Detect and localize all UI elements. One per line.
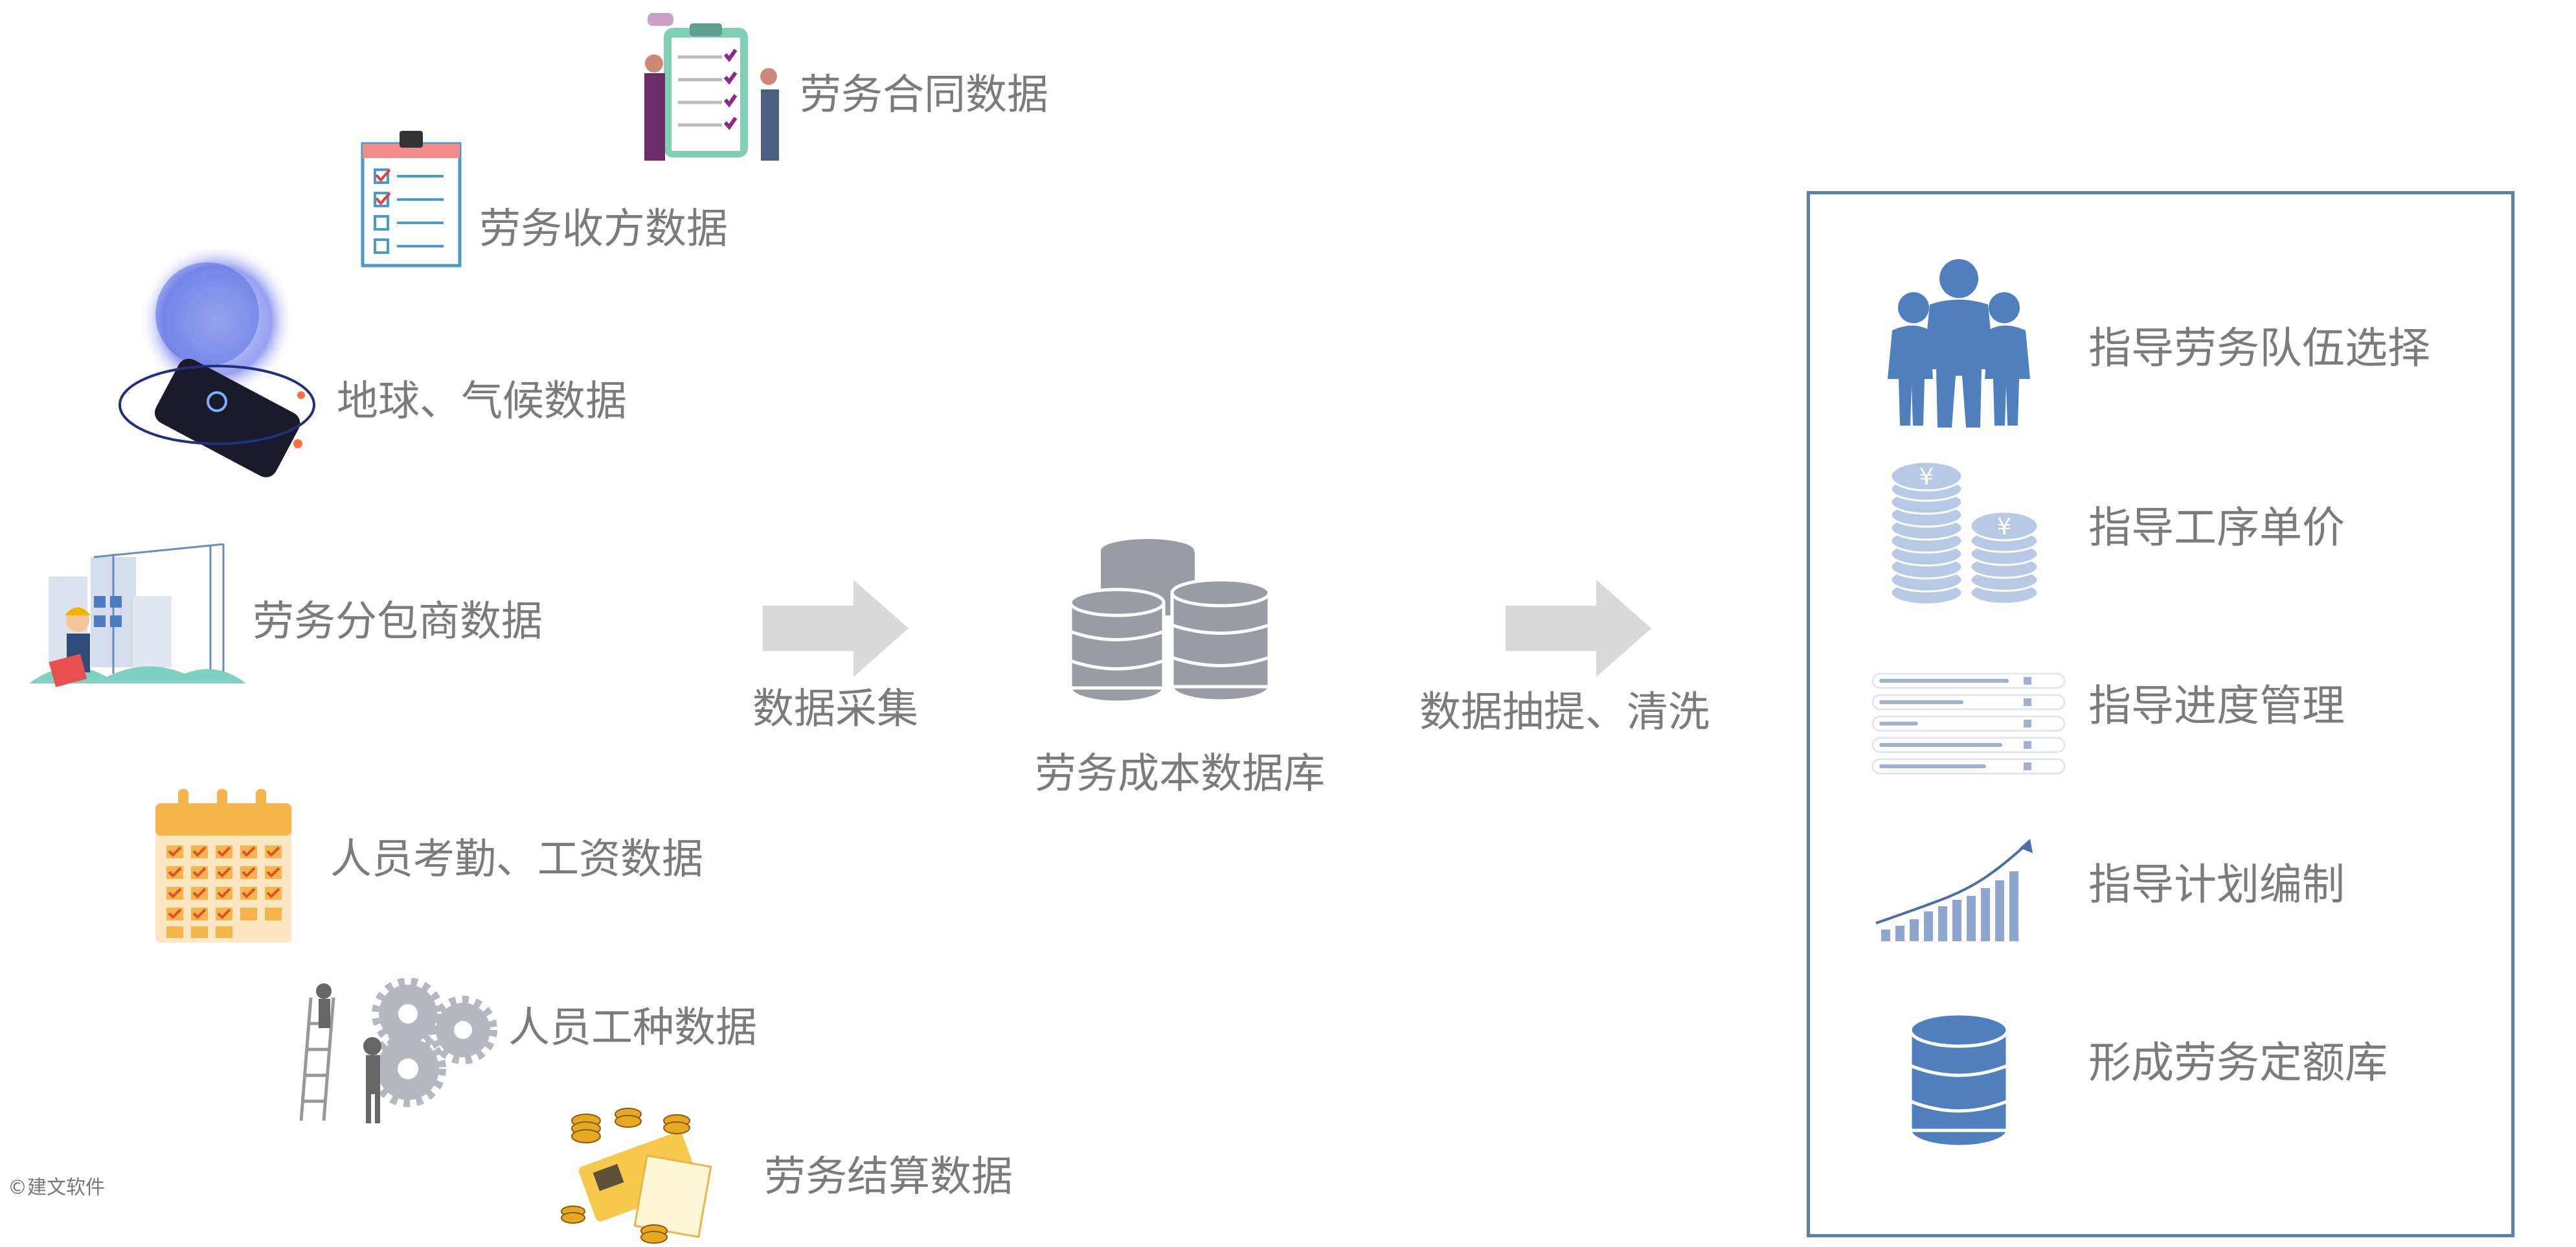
clipboard-people-icon — [644, 13, 779, 161]
arrow-collect-icon — [763, 580, 909, 677]
output-label-team: 指导劳务队伍选择 — [2088, 323, 2430, 373]
svg-text:¥: ¥ — [1997, 514, 2012, 540]
globe-phone-icon — [119, 249, 315, 477]
source-label-subcontractor: 劳务分包商数据 — [253, 598, 543, 646]
watermark: ©建文软件 — [8, 1176, 105, 1199]
flow-clean-label: 数据抽提、清洗 — [1419, 689, 1710, 737]
source-label-attendance: 人员考勤、工资数据 — [330, 836, 703, 884]
calendar-icon — [155, 789, 291, 943]
database-icon — [1908, 1012, 2009, 1149]
copyright-icon: © — [8, 1176, 27, 1199]
yuan-coins-icon: ¥ ¥ — [1890, 461, 2039, 606]
svg-text:¥: ¥ — [1919, 464, 1934, 490]
output-label-plan: 指导计划编制 — [2088, 860, 2345, 910]
output-label-price: 指导工序单价 — [2088, 503, 2345, 553]
source-label-receive: 劳务收方数据 — [479, 205, 728, 253]
flow-collect-label: 数据采集 — [752, 685, 918, 733]
people-group-icon — [1888, 259, 2030, 428]
database-stack-icon — [1068, 539, 1271, 704]
source-label-climate: 地球、气候数据 — [337, 378, 627, 426]
coins-bills-icon — [561, 1108, 712, 1244]
database-label: 劳务成本数据库 — [1035, 750, 1325, 798]
construction-worker-icon — [29, 543, 246, 687]
source-label-contract: 劳务合同数据 — [800, 71, 1048, 119]
output-label-progress: 指导进度管理 — [2088, 681, 2345, 731]
source-label-worktype: 人员工种数据 — [508, 1004, 757, 1052]
source-label-settlement: 劳务结算数据 — [764, 1153, 1013, 1201]
output-label-quota: 形成劳务定额库 — [2088, 1038, 2388, 1088]
arrow-clean-icon — [1506, 580, 1651, 677]
progress-bars-icon — [1871, 672, 2066, 775]
growth-chart-icon — [1875, 839, 2033, 941]
gears-people-icon — [299, 978, 497, 1123]
checklist-icon — [361, 131, 462, 268]
outputs-panel — [1807, 191, 2514, 1237]
